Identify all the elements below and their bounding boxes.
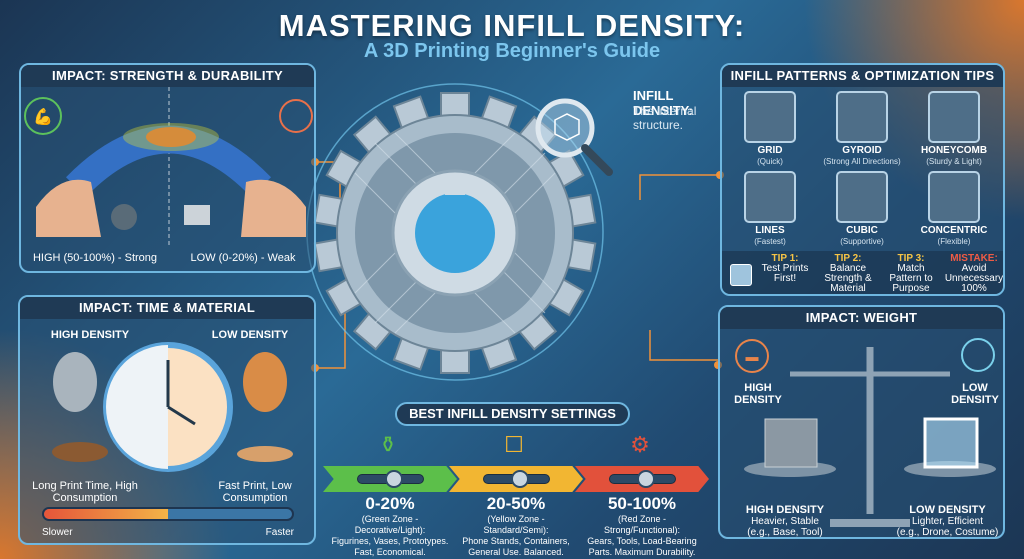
strength-high-label: HIGH (50-100%) - Strong (32, 252, 158, 264)
zone-percent: 20-50% (486, 494, 546, 513)
density-slider[interactable] (482, 470, 550, 488)
svg-text:▬: ▬ (746, 349, 759, 364)
zone-desc: Gears, Tools, Load-Bearing Parts. Maximu… (587, 536, 697, 557)
page-title: MASTERING INFILL DENSITY: (278, 8, 746, 43)
strength-low-label: LOW (0-20%) - Weak (190, 252, 296, 264)
patterns-header: INFILL PATTERNS & OPTIMIZATION TIPS (722, 65, 1003, 87)
cube-icon (730, 264, 752, 286)
slider-knob[interactable] (384, 470, 403, 488)
weight-low-label: LOW DENSITY (951, 382, 999, 406)
zone-info: 50-100%(Red Zone - Strong/Functional):Ge… (580, 494, 704, 558)
pattern-name: GRID (757, 145, 783, 156)
slider-knob[interactable] (510, 470, 529, 488)
tip-title: MISTAKE: (950, 253, 998, 264)
tip-title: TIP 2: (834, 253, 862, 264)
density-slider[interactable] (608, 470, 676, 488)
pattern-desc: (Fastest) (754, 237, 786, 246)
zone-name: (Green Zone - Decorative/Light): (354, 514, 426, 535)
zone-icon: ⚱ (378, 432, 398, 457)
weight-header: IMPACT: WEIGHT (720, 307, 1003, 329)
tip-4: MISTAKE:Avoid Unnecessary 100% (943, 253, 1004, 294)
pattern-name: CONCENTRIC (920, 225, 988, 236)
bending-beam-illustration: 💪 (24, 87, 313, 247)
weight-low-example: (e.g., Drone, Costume) (896, 527, 999, 538)
zone-icon: ☐ (504, 432, 524, 457)
svg-text:💪: 💪 (33, 107, 53, 126)
zone-icon: ⚙ (630, 432, 650, 457)
strength-panel: IMPACT: STRENGTH & DURABILITY 💪 HIGH (50… (19, 63, 316, 273)
slower-label: Slower (42, 527, 73, 538)
pattern-honeycomb-swatch (928, 91, 980, 143)
weight-high-label: HIGH DENSITY (734, 382, 782, 406)
time-low-desc: Fast Print, Low Consumption (218, 480, 292, 504)
weight-high-desc: Heavier, Stable (751, 516, 819, 527)
balance-scale-illustration: ▬ (735, 338, 996, 527)
tips-bar (722, 251, 1003, 294)
pattern-grid-swatch (744, 91, 796, 143)
pattern-cubic-swatch (836, 171, 888, 223)
time-header: IMPACT: TIME & MATERIAL (20, 297, 314, 319)
speed-bar (42, 507, 294, 521)
pattern-desc: (Strong All Directions) (823, 157, 901, 166)
settings-header: BEST INFILL DENSITY SETTINGS (395, 402, 630, 426)
patterns-panel: INFILL PATTERNS & OPTIMIZATION TIPS GRID… (720, 63, 1005, 296)
speed-bar-fill (44, 509, 168, 519)
time-panel: IMPACT: TIME & MATERIAL HIGH DENSITY LOW… (18, 295, 316, 545)
zone-percent: 50-100% (607, 494, 677, 513)
zone-name: (Yellow Zone - Standard/Semi): (483, 514, 549, 535)
tip-3: TIP 3:Match Pattern to Purpose (880, 254, 942, 294)
density-slider[interactable] (356, 470, 424, 488)
tip-2: TIP 2:Balance Strength & Material (817, 254, 879, 294)
tip-text: Match Pattern to Purpose (889, 263, 933, 294)
weight-low-desc: Lighter, Efficient (912, 516, 983, 527)
tip-title: TIP 3: (897, 253, 925, 264)
zone-percent: 0-20% (365, 494, 415, 513)
weight-panel: IMPACT: WEIGHT ▬ HIGH DENSITY LOW DENSIT… (718, 305, 1005, 539)
weight-high-title: HIGH DENSITY (745, 504, 825, 516)
page-subtitle: A 3D Printing Beginner's Guide (363, 40, 661, 62)
time-high-label: HIGH DENSITY (50, 329, 130, 341)
pattern-name: CUBIC (846, 225, 878, 236)
pattern-desc: (Quick) (757, 157, 783, 166)
slider-knob[interactable] (636, 470, 655, 488)
infill-density-desc: The internal structure. (633, 104, 697, 132)
zone-bar (449, 466, 583, 492)
pattern-desc: (Supportive) (840, 237, 884, 246)
faster-label: Faster (265, 527, 294, 538)
pattern-name: GYROID (842, 145, 882, 156)
pattern-desc: (Sturdy & Light) (926, 157, 982, 166)
pattern-concentric-swatch (928, 171, 980, 223)
weight-high-example: (e.g., Base, Tool) (747, 527, 823, 538)
zone-desc: Phone Stands, Containers, General Use. B… (462, 536, 570, 557)
weight-low-title: LOW DENSITY (909, 504, 986, 516)
tip-text: Balance Strength & Material (824, 263, 872, 294)
pattern-name: LINES (755, 225, 785, 236)
pattern-name: HONEYCOMB (920, 145, 988, 156)
tip-text: Avoid Unnecessary 100% (944, 263, 1004, 294)
infill-density-label: INFILL DENSITY: (633, 88, 693, 118)
tip-1: TIP 1:Test Prints First! (754, 254, 816, 284)
zone-bar (323, 466, 457, 492)
zone-info: 20-50%(Yellow Zone - Standard/Semi):Phon… (454, 494, 578, 558)
pattern-desc: (Flexible) (937, 237, 971, 246)
zone-bar (575, 466, 709, 492)
clock-spool-illustration (52, 342, 293, 472)
zone-desc: Figurines, Vases, Prototypes. Fast, Econ… (331, 536, 449, 557)
magnifier-icon (535, 98, 613, 176)
gear-illustration (313, 92, 597, 374)
pattern-lines-swatch (744, 171, 796, 223)
pattern-gyroid-swatch (836, 91, 888, 143)
tip-title: TIP 1: (771, 253, 799, 264)
zone-name: (Red Zone - Strong/Functional): (603, 514, 681, 535)
tip-text: Test Prints First! (761, 263, 809, 284)
strength-header: IMPACT: STRENGTH & DURABILITY (21, 65, 314, 87)
time-high-desc: Long Print Time, High Consumption (32, 480, 138, 504)
time-low-label: LOW DENSITY (211, 329, 289, 341)
zone-info: 0-20%(Green Zone - Decorative/Light):Fig… (328, 494, 452, 558)
